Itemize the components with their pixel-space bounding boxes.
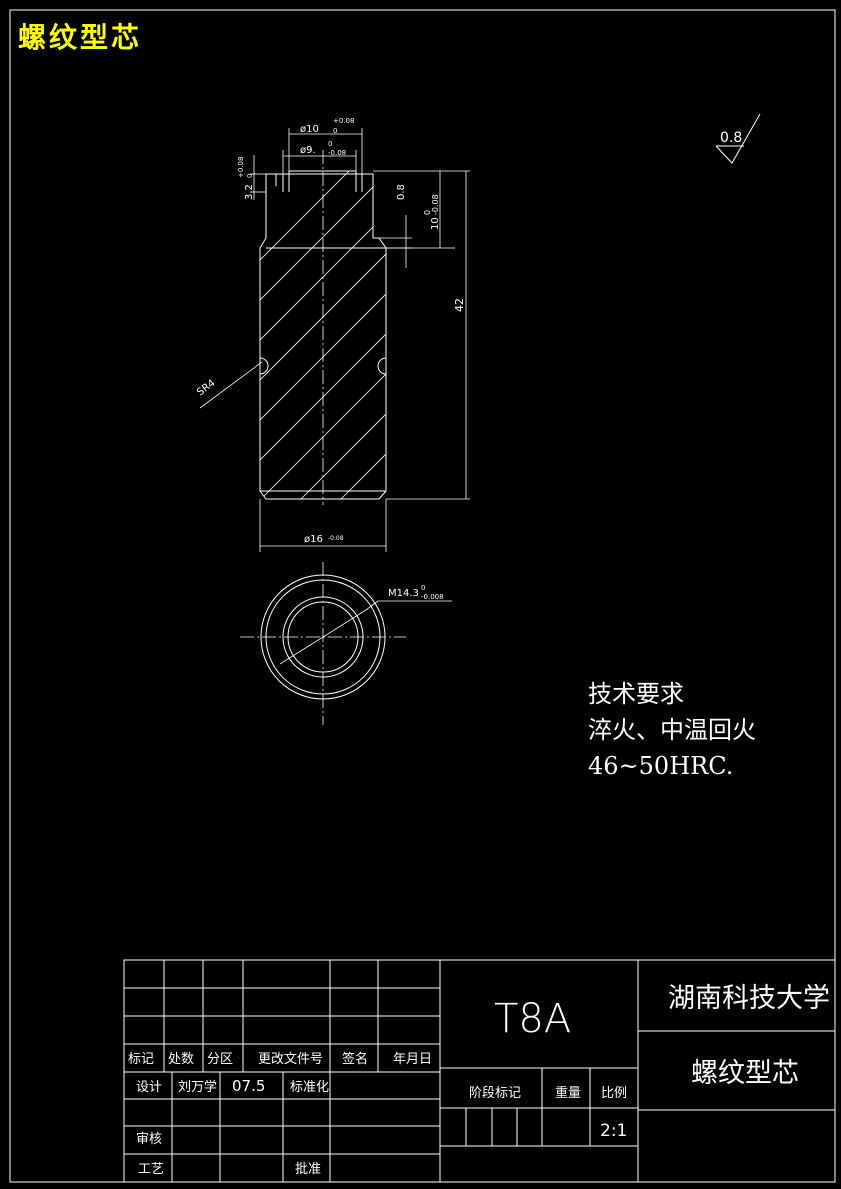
section-view [259,150,387,505]
dim-sr4: SR4 [195,378,217,399]
roughness-symbol: 0.8 [715,113,761,164]
dim-h32: 3.2 [244,184,255,200]
tb-count: 处数 [168,1052,194,1067]
svg-text:0: 0 [423,210,432,215]
svg-text:-0.08: -0.08 [431,194,440,215]
tb-stage-mark: 阶段标记 [469,1086,521,1101]
tb-mark: 标记 [128,1052,154,1067]
dim-d16: ø16 [304,534,323,545]
svg-text:0: 0 [421,584,425,592]
tech-line-1: 淬火、中温回火 [588,716,756,744]
dim-d10: ø10 [300,124,319,135]
dim-thread: M14.3 [388,588,419,599]
tb-signature: 签名 [342,1051,368,1067]
top-view: M14.3 0 -0.008 [240,562,452,725]
part-outline [259,173,387,500]
svg-text:0: 0 [328,140,332,148]
sr4-notch-right [377,357,387,375]
dimensions: ø10 +0.08 0 ø9. 0 -0.08 3.2 +0.08 0 0.8 … [195,117,470,552]
tb-approve: 批准 [295,1162,321,1177]
dim-h10: 10 [430,217,441,230]
tb-change-doc: 更改文件号 [258,1052,323,1067]
tb-material: T8A [494,996,571,1042]
tech-requirements: 技术要求 淬火、中温回火 46~50HRC. [588,676,756,784]
tb-process: 工艺 [138,1162,164,1177]
svg-text:0: 0 [246,174,254,178]
dim-d9: ø9. [300,145,316,156]
tb-standardize: 标准化 [290,1080,329,1095]
roughness-value: 0.8 [720,130,742,146]
tb-designer: 刘万学 [178,1079,217,1095]
tb-design-date: 07.5 [232,1077,265,1095]
tb-design-label: 设计 [136,1080,162,1095]
dim-v08: 0.8 [396,184,407,200]
tech-heading: 技术要求 [588,680,684,708]
dim-h42: 42 [453,298,466,312]
tb-weight: 重量 [555,1085,581,1101]
sr4-notch-left [259,357,269,375]
tb-review: 审核 [136,1132,162,1147]
section-hatching [260,171,386,499]
drawing-title: 螺纹型芯 [18,21,143,54]
tb-scale: 2:1 [600,1121,627,1141]
svg-text:-0.008: -0.008 [421,593,444,601]
tech-line-2: 46~50HRC. [588,752,734,780]
svg-text:+0.08: +0.08 [237,157,245,178]
tb-part-name: 螺纹型芯 [691,1058,799,1089]
tb-zone: 分区 [207,1052,233,1067]
svg-text:+0.08: +0.08 [333,117,354,125]
svg-text:-0.08: -0.08 [328,149,346,157]
svg-text:0: 0 [333,127,337,135]
tb-date: 年月日 [393,1052,432,1067]
tb-scale-label: 比例 [601,1086,627,1101]
title-block: 标记 处数 分区 更改文件号 签名 年月日 设计 刘万学 07.5 标准化 审核… [123,959,836,1183]
tb-school: 湖南科技大学 [668,983,830,1014]
svg-text:-0.08: -0.08 [328,535,344,542]
